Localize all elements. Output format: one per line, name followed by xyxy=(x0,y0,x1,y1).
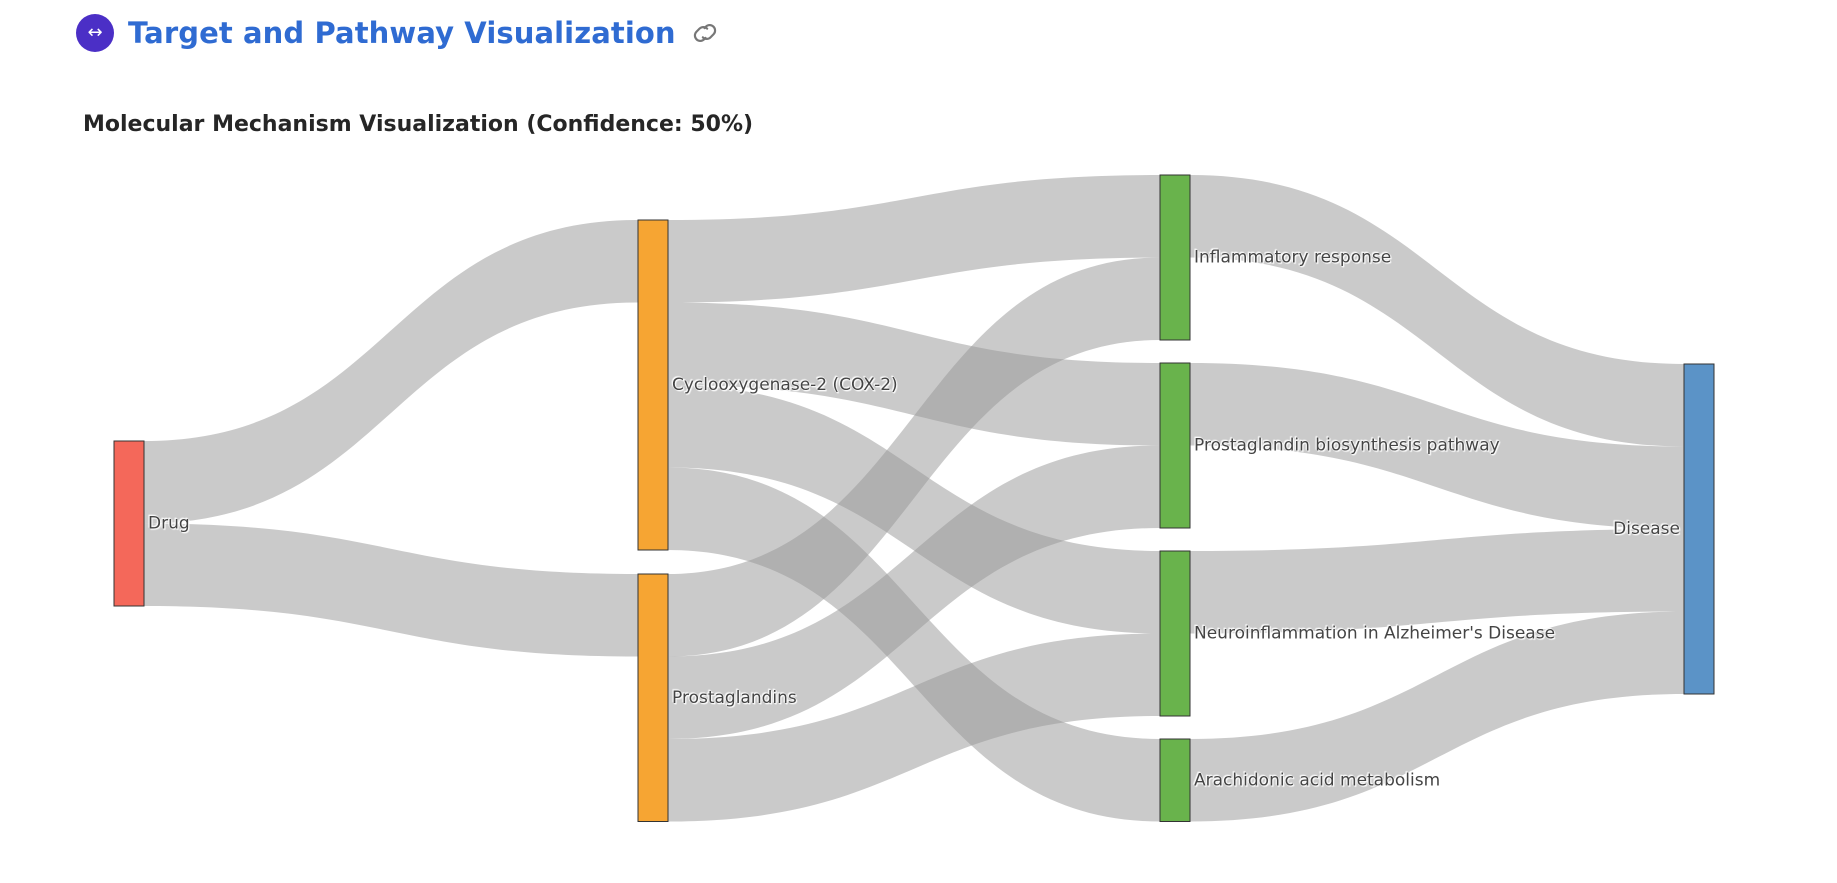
sankey-node-infl[interactable] xyxy=(1159,174,1191,341)
sankey-node-label-pg: Prostaglandins xyxy=(672,688,797,708)
sankey-link-pg-to-infl[interactable] xyxy=(668,257,1160,657)
arrows-horizontal-icon: ↔ xyxy=(76,14,114,52)
sankey-node-label-pgbio: Prostaglandin biosynthesis pathway xyxy=(1194,436,1500,456)
sankey-link-cox2-to-infl[interactable] xyxy=(668,175,1160,303)
sankey-link-ara-to-disease[interactable] xyxy=(1190,611,1684,822)
section-title: Target and Pathway Visualization xyxy=(128,16,676,50)
sankey-node-neuro[interactable] xyxy=(1159,550,1191,717)
sankey-node-label-drug: Drug xyxy=(148,514,190,534)
sankey-node-ara[interactable] xyxy=(1159,738,1191,822)
chart-title: Molecular Mechanism Visualization (Confi… xyxy=(83,112,754,137)
sankey-node-label-cox2: Cyclooxygenase-2 (COX-2) xyxy=(672,375,898,395)
sankey-links xyxy=(144,175,1684,822)
sankey-node-drug[interactable] xyxy=(113,440,145,607)
sankey-link-cox2-to-neuro[interactable] xyxy=(668,385,1160,634)
sankey-node-label-neuro: Neuroinflammation in Alzheimer's Disease xyxy=(1194,624,1555,644)
sankey-node-label-infl: Inflammatory response xyxy=(1194,248,1391,268)
link-icon[interactable] xyxy=(692,20,718,46)
sankey-link-drug-to-cox2[interactable] xyxy=(144,220,638,524)
sankey-nodes xyxy=(113,174,1715,822)
sankey-node-pgbio[interactable] xyxy=(1159,362,1191,529)
sankey-node-pg[interactable] xyxy=(637,573,669,822)
sankey-link-pg-to-neuro[interactable] xyxy=(668,633,1160,822)
section-header: ↔ Target and Pathway Visualization xyxy=(76,14,718,52)
sankey-link-cox2-to-pgbio[interactable] xyxy=(668,302,1160,446)
sankey-node-label-ara: Arachidonic acid metabolism xyxy=(1194,770,1440,790)
sankey-link-drug-to-pg[interactable] xyxy=(144,523,638,657)
sankey-labels: Drug Cyclooxygenase-2 (COX-2) Prostaglandi… xyxy=(148,247,1680,790)
sankey-node-label-disease: Disease xyxy=(1613,519,1680,539)
sankey-node-cox2[interactable] xyxy=(637,219,669,551)
sankey-link-pgbio-to-disease[interactable] xyxy=(1190,363,1684,529)
sankey-node-disease[interactable] xyxy=(1683,363,1715,695)
sankey-link-neuro-to-disease[interactable] xyxy=(1190,529,1684,634)
sankey-link-infl-to-disease[interactable] xyxy=(1190,175,1684,447)
sankey-link-pg-to-pgbio[interactable] xyxy=(668,445,1160,740)
